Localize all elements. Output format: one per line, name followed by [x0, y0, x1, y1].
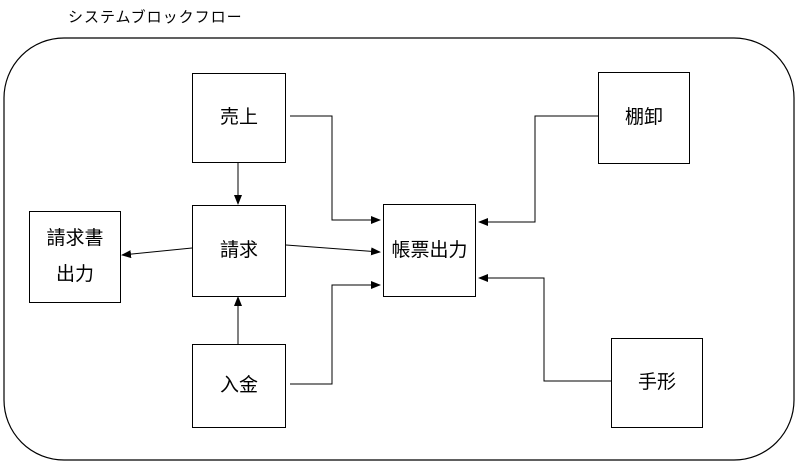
box-promissory-note-label: 手形: [637, 371, 676, 394]
diagram-title: システムブロックフロー: [68, 8, 243, 26]
box-sales: 売上: [192, 73, 286, 163]
box-inventory-label: 棚卸: [624, 106, 663, 129]
box-ledger-output: 帳票出力: [383, 204, 476, 297]
box-inventory: 棚卸: [598, 72, 690, 164]
box-invoice: 請求: [192, 205, 286, 297]
box-invoice-label: 請求: [219, 239, 258, 262]
arrow-inventory-to-ledger: [478, 115, 598, 226]
box-promissory-note: 手形: [611, 338, 703, 428]
arrow-note-to-ledger: [478, 274, 611, 382]
box-ledger-output-label: 帳票出力: [391, 238, 468, 261]
system-boundary: [3, 37, 795, 461]
box-bill-output: 請求書 出力: [29, 211, 121, 303]
arrow-deposit-to-ledger: [290, 281, 381, 385]
arrow-sales-to-ledger: [290, 115, 381, 224]
box-deposit: 入金: [192, 344, 286, 428]
arrow-invoice-to-ledger: [285, 244, 381, 256]
box-bill-output-line1: 請求書: [46, 227, 104, 250]
box-deposit-label: 入金: [219, 374, 258, 397]
box-sales-label: 売上: [219, 106, 258, 129]
arrow-invoice-to-bill-output: [121, 247, 193, 259]
box-bill-output-line2: 出力: [55, 263, 94, 285]
